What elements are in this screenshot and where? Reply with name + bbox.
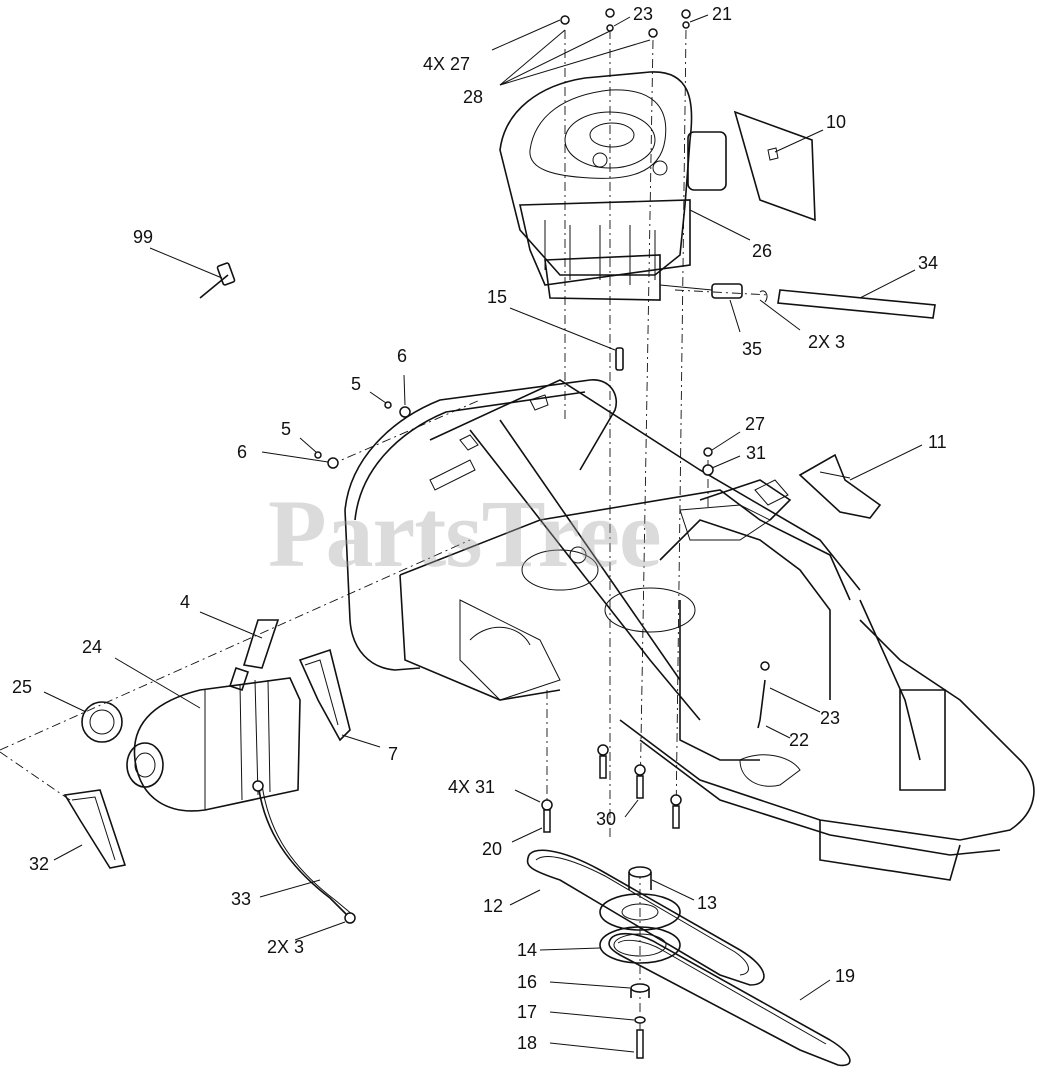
callout-28: 28	[463, 87, 484, 107]
callout-18: 18	[517, 1033, 538, 1053]
callout-24: 24	[82, 637, 103, 657]
callout-19: 19	[835, 966, 856, 986]
pulley-14	[599, 926, 681, 964]
callout-6-lower: 6	[237, 442, 248, 462]
callout-32: 32	[29, 854, 50, 874]
callout-5-lower: 5	[281, 419, 292, 439]
engine-26	[499, 71, 727, 301]
callout-15: 15	[487, 287, 508, 307]
top-hardware	[560, 8, 691, 38]
callout-2x-3-bottom: 2X 3	[267, 937, 305, 957]
callout-4: 4	[180, 592, 191, 612]
callout-5-top: 5	[351, 374, 362, 394]
callout-11: 11	[928, 432, 947, 452]
callout-7: 7	[388, 744, 399, 764]
watermark: PartsTree	[268, 480, 662, 587]
callout-21: 21	[712, 4, 733, 24]
callout-12: 12	[483, 896, 504, 916]
callout-13: 13	[697, 893, 718, 913]
callout-17: 17	[517, 1002, 538, 1022]
callout-22: 22	[789, 730, 810, 750]
callout-25: 25	[12, 677, 33, 697]
callout-27-frame: 27	[745, 414, 766, 434]
tool-99	[199, 262, 236, 299]
pulley-13	[599, 866, 681, 931]
callout-33: 33	[231, 889, 252, 909]
callout-26: 26	[752, 241, 773, 261]
leader-lines	[43, 14, 923, 1053]
pin-15	[615, 347, 624, 371]
spacer-16	[630, 983, 650, 1059]
callout-2x-3-top: 2X 3	[808, 332, 846, 352]
callout-31-frame: 31	[746, 443, 767, 463]
callout-23-top: 23	[633, 4, 654, 24]
fuel-line-34	[711, 283, 936, 319]
bracket-7	[298, 648, 351, 742]
bracket-32	[63, 789, 127, 869]
decal-11	[798, 453, 882, 519]
frame-hardware	[314, 401, 770, 833]
callout-30: 30	[596, 809, 617, 829]
callout-10: 10	[826, 112, 847, 132]
callout-34: 34	[918, 253, 939, 273]
decal-10	[733, 110, 816, 222]
callout-35: 35	[742, 339, 763, 359]
callout-23-frame: 23	[820, 708, 841, 728]
callout-6-top: 6	[397, 346, 408, 366]
callout-4x-31: 4X 31	[448, 777, 496, 797]
callout-14: 14	[517, 940, 538, 960]
fuel-line-33	[252, 780, 356, 924]
callout-16: 16	[517, 972, 538, 992]
drive-belts	[526, 849, 851, 1067]
callout-99: 99	[133, 227, 154, 247]
mower-frame	[344, 379, 1035, 881]
fuel-tank-24	[81, 619, 301, 812]
callout-4x-27: 4X 27	[423, 54, 471, 74]
callout-20: 20	[482, 839, 503, 859]
